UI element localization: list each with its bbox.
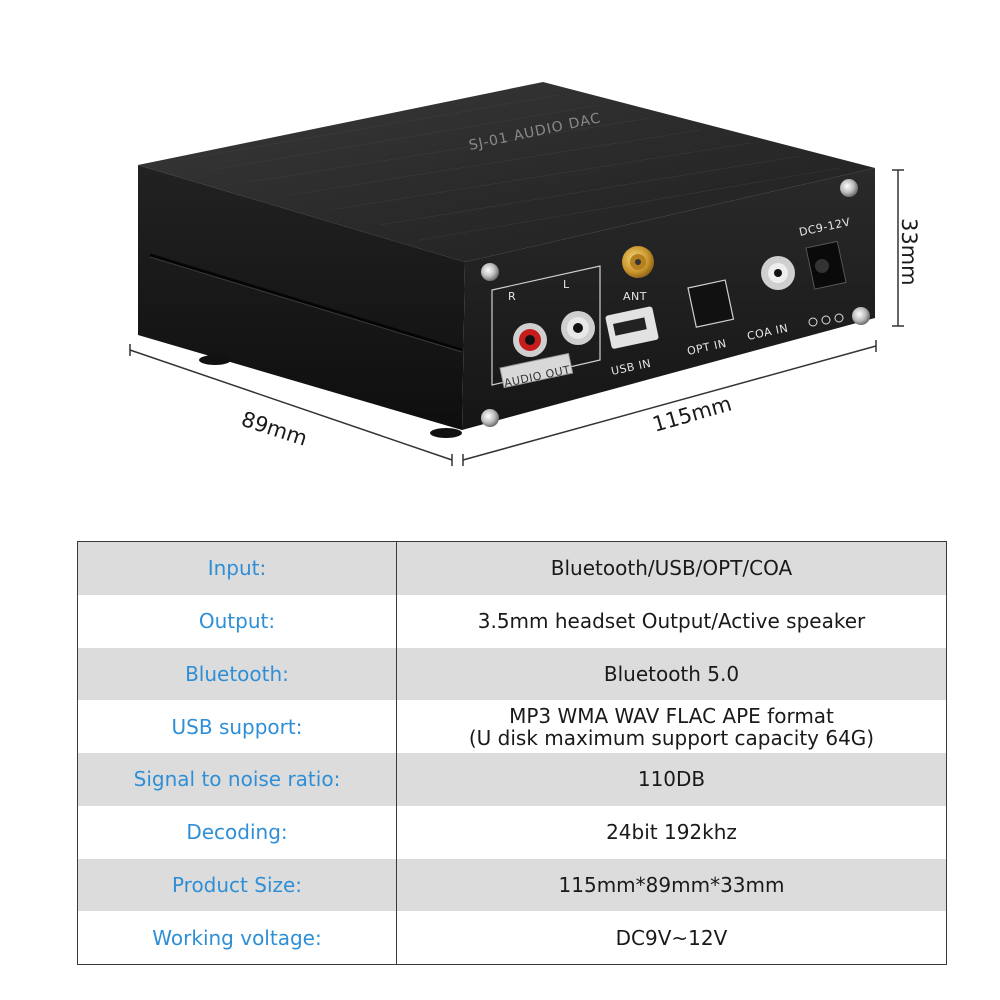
spec-label: Bluetooth: bbox=[77, 647, 397, 701]
spec-value-line: (U disk maximum support capacity 64G) bbox=[468, 725, 875, 750]
spec-value-line: Bluetooth 5.0 bbox=[603, 661, 740, 686]
spec-value-line: 24bit 192khz bbox=[606, 820, 737, 845]
table-row: Input: Bluetooth/USB/OPT/COA bbox=[77, 541, 947, 595]
spec-value-line: MP3 WMA WAV FLAC APE format bbox=[509, 703, 834, 728]
dac-device bbox=[138, 82, 875, 438]
height-label: 33mm bbox=[897, 218, 921, 286]
spec-value: Bluetooth/USB/OPT/COA bbox=[396, 541, 947, 595]
label-l: L bbox=[563, 278, 570, 291]
spec-label: Working voltage: bbox=[77, 911, 397, 965]
product-image: 89mm 115mm 33mm bbox=[129, 82, 921, 466]
spec-value: 24bit 192khz bbox=[396, 805, 947, 859]
spec-value: MP3 WMA WAV FLAC APE format (U disk maxi… bbox=[396, 700, 947, 753]
spec-label: Signal to noise ratio: bbox=[77, 753, 397, 806]
spec-value: Bluetooth 5.0 bbox=[396, 647, 947, 701]
spec-value: 3.5mm headset Output/Active speaker bbox=[396, 594, 947, 648]
spec-value-line: Bluetooth/USB/OPT/COA bbox=[550, 556, 793, 581]
dc-polarity-icon bbox=[808, 313, 844, 327]
spec-value: 115mm*89mm*33mm bbox=[396, 858, 947, 912]
spec-value-line: 115mm*89mm*33mm bbox=[558, 872, 785, 897]
table-row: Product Size: 115mm*89mm*33mm bbox=[77, 858, 947, 912]
depth-label: 89mm bbox=[238, 407, 310, 451]
dimension-lines bbox=[129, 169, 904, 466]
spec-value-line: 110DB bbox=[637, 767, 706, 792]
label-ant: ANT bbox=[623, 290, 647, 303]
width-label: 115mm bbox=[650, 391, 734, 436]
table-row: Output: 3.5mm headset Output/Active spea… bbox=[77, 594, 947, 648]
spec-label: Output: bbox=[77, 594, 397, 648]
label-r: R bbox=[508, 290, 516, 303]
spec-value: 110DB bbox=[396, 753, 947, 806]
spec-table: Input: Bluetooth/USB/OPT/COA Output: 3.5… bbox=[77, 541, 947, 965]
spec-value-line: DC9V~12V bbox=[615, 925, 728, 950]
spec-value: DC9V~12V bbox=[396, 911, 947, 965]
table-row: USB support: MP3 WMA WAV FLAC APE format… bbox=[77, 700, 947, 753]
table-row: Decoding: 24bit 192khz bbox=[77, 805, 947, 859]
table-row: Working voltage: DC9V~12V bbox=[77, 911, 947, 965]
spec-label: USB support: bbox=[77, 700, 397, 753]
spec-label: Decoding: bbox=[77, 805, 397, 859]
spec-label: Input: bbox=[77, 541, 397, 595]
table-row: Signal to noise ratio: 110DB bbox=[77, 753, 947, 806]
table-row: Bluetooth: Bluetooth 5.0 bbox=[77, 647, 947, 701]
spec-label: Product Size: bbox=[77, 858, 397, 912]
spec-value-line: 3.5mm headset Output/Active speaker bbox=[477, 609, 866, 634]
